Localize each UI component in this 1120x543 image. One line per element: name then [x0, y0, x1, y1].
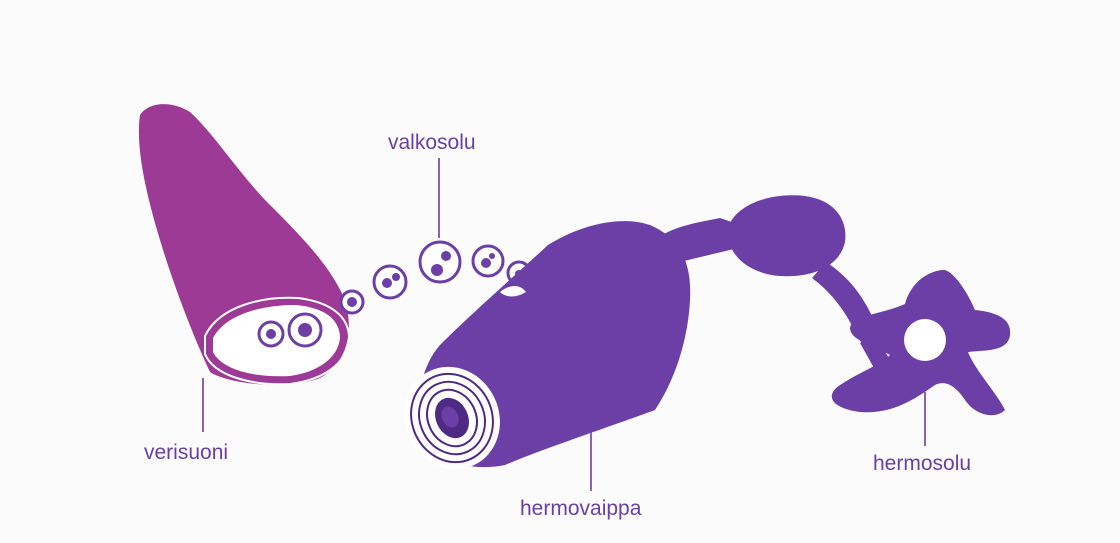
white-cell-migrating-4 — [473, 246, 503, 276]
label-verisuoni: verisuoni — [144, 441, 228, 465]
blood-vessel — [139, 104, 349, 385]
white-cell-in-vessel-2 — [289, 314, 321, 346]
nerve-cell — [832, 270, 1010, 415]
white-cell-in-vessel-1 — [259, 322, 283, 346]
white-cell-migrating-2 — [374, 266, 406, 298]
label-hermovaippa: hermovaippa — [520, 497, 641, 521]
white-cell-migrating-1 — [341, 291, 363, 313]
axon-connection — [662, 195, 890, 368]
label-valkosolu: valkosolu — [388, 131, 476, 155]
label-hermosolu: hermosolu — [873, 452, 971, 476]
white-cell-migrating-3 — [420, 242, 460, 282]
nerve-cell-nucleus — [904, 319, 946, 361]
